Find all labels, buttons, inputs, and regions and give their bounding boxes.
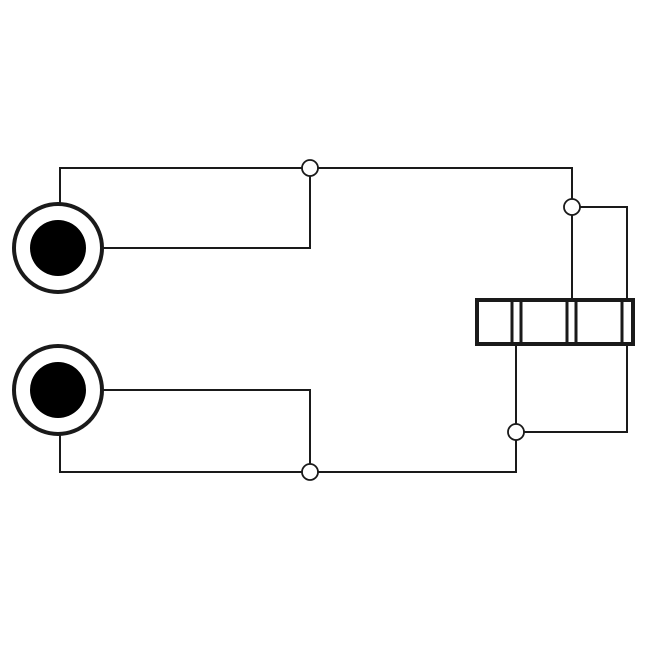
rca-jack-bottom xyxy=(12,344,104,436)
jack-center-pin xyxy=(30,220,86,276)
junction-nodes xyxy=(301,159,581,481)
top-tip-wire xyxy=(571,206,628,301)
junction-node-icon xyxy=(507,423,525,441)
junction-node-icon xyxy=(563,198,581,216)
trs-plug-icon xyxy=(475,298,635,346)
top-signal-wire xyxy=(99,167,311,249)
top-ground-wire xyxy=(59,167,573,301)
bottom-circuit xyxy=(59,343,628,473)
junction-node-icon xyxy=(301,159,319,177)
trs-plug xyxy=(475,298,635,346)
bottom-signal-wire xyxy=(99,389,311,473)
bottom-ground-wire xyxy=(59,343,517,473)
rca-jack-top xyxy=(12,202,104,294)
jack-center-pin xyxy=(30,362,86,418)
junction-node-icon xyxy=(301,463,319,481)
bottom-ring-wire xyxy=(515,343,628,433)
top-circuit xyxy=(59,167,628,301)
